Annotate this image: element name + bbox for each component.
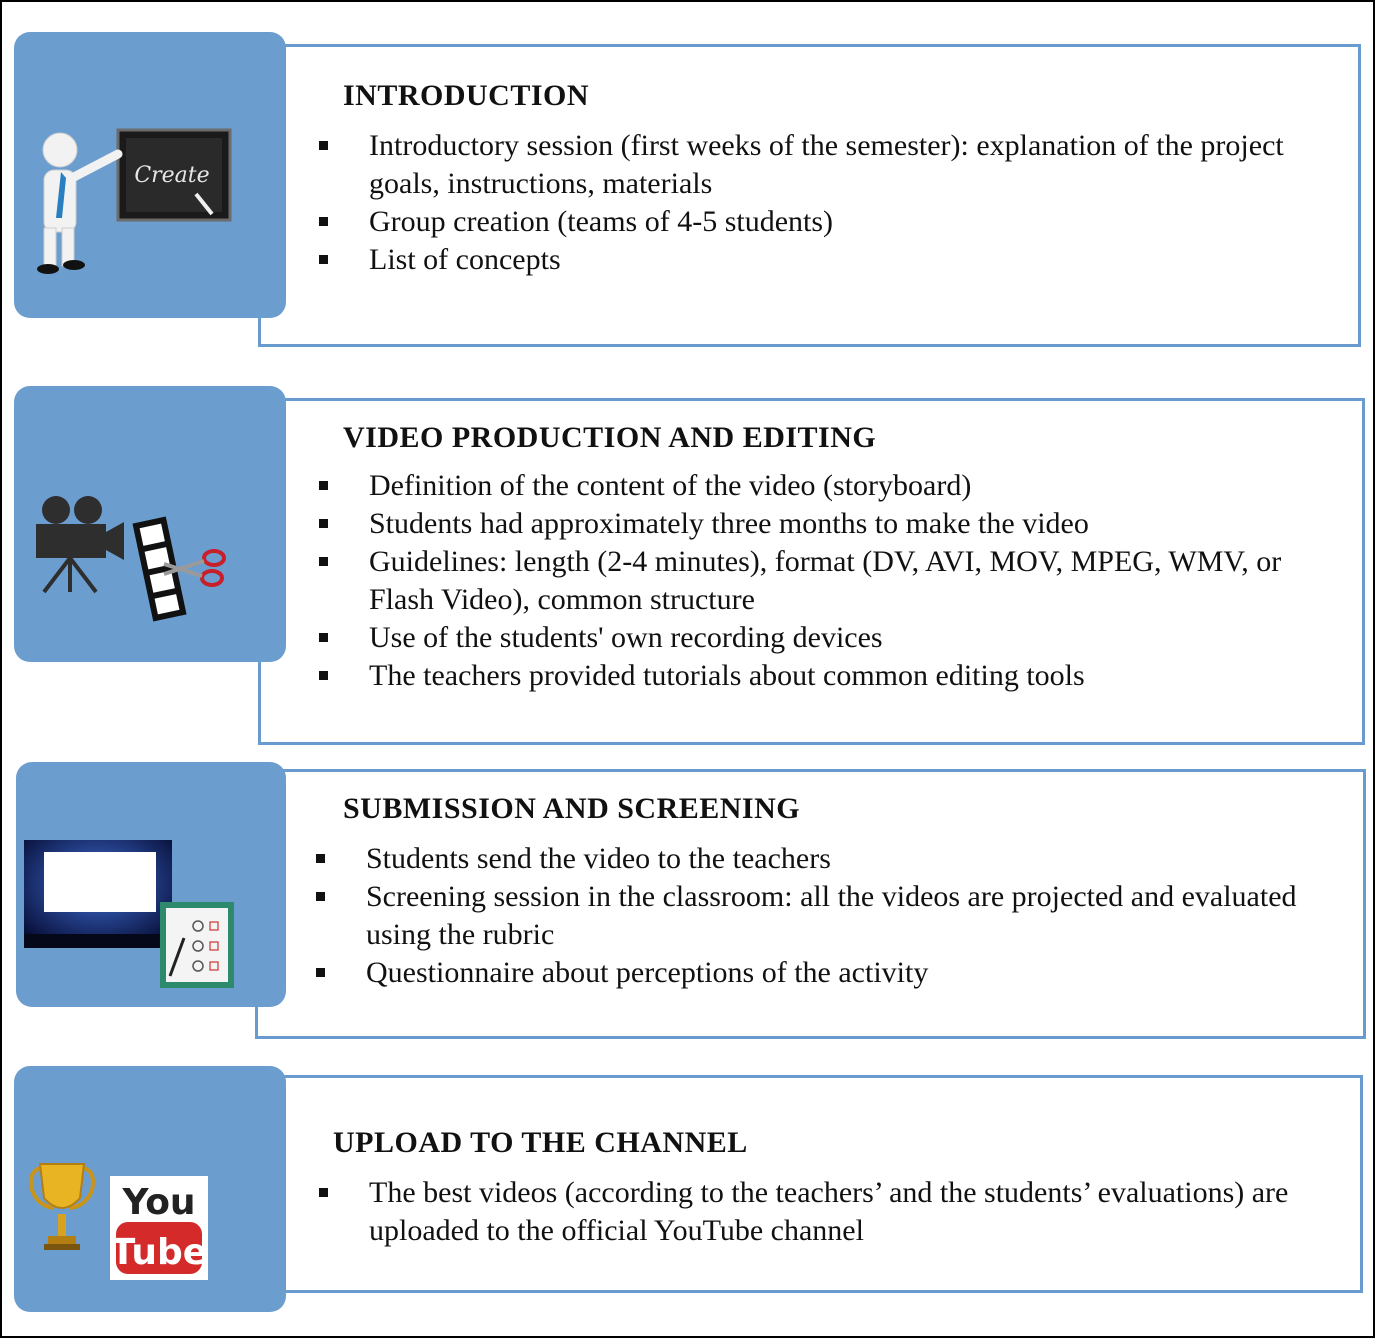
bullet-list: The best videos (according to the teache…	[317, 1174, 1357, 1250]
trophy-youtube-icon: You Tube	[29, 1163, 208, 1280]
chalkboard-text: Create	[134, 163, 209, 188]
introduction-icon-tile: Create	[14, 32, 286, 318]
section-title: UPLOAD TO THE CHANNEL	[333, 1126, 748, 1159]
upload-icon-tile: You Tube	[14, 1066, 286, 1312]
list-item: Definition of the content of the video (…	[317, 467, 1317, 505]
section-title: VIDEO PRODUCTION AND EDITING	[343, 421, 877, 454]
video-camera-film-scissors-icon	[36, 496, 226, 622]
list-item: The teachers provided tutorials about co…	[317, 657, 1317, 695]
bullet-list: Definition of the content of the video (…	[317, 467, 1317, 695]
submission-screening-panel: SUBMISSION AND SCREENING Students send t…	[255, 769, 1366, 1039]
video-production-panel: VIDEO PRODUCTION AND EDITING Definition …	[258, 398, 1365, 745]
list-item: Introductory session (first weeks of the…	[317, 127, 1317, 203]
youtube-logo-bottom: Tube	[111, 1232, 207, 1273]
bullet-list: Students send the video to the teachers …	[314, 840, 1314, 992]
list-item: Students send the video to the teachers	[314, 840, 1314, 878]
list-item: List of concepts	[317, 241, 1317, 279]
upload-channel-panel: UPLOAD TO THE CHANNEL The best videos (a…	[258, 1075, 1363, 1293]
list-item: Students had approximately three months …	[317, 505, 1317, 543]
youtube-logo-top: You	[121, 1182, 195, 1223]
list-item: Questionnaire about perceptions of the a…	[314, 954, 1314, 992]
list-item: Group creation (teams of 4-5 students)	[317, 203, 1317, 241]
cinema-screen-checklist-icon	[24, 840, 234, 988]
teacher-chalkboard-icon: Create	[37, 128, 232, 274]
list-item: The best videos (according to the teache…	[317, 1174, 1357, 1250]
list-item: Use of the students' own recording devic…	[317, 619, 1317, 657]
video-icon-tile	[14, 386, 286, 662]
screening-icon-tile	[16, 762, 286, 1007]
list-item: Guidelines: length (2-4 minutes), format…	[317, 543, 1317, 619]
section-title: SUBMISSION AND SCREENING	[343, 792, 801, 825]
bullet-list: Introductory session (first weeks of the…	[317, 127, 1317, 279]
section-title: INTRODUCTION	[343, 79, 590, 112]
list-item: Screening session in the classroom: all …	[314, 878, 1314, 954]
introduction-panel: INTRODUCTION Introductory session (first…	[258, 44, 1361, 347]
